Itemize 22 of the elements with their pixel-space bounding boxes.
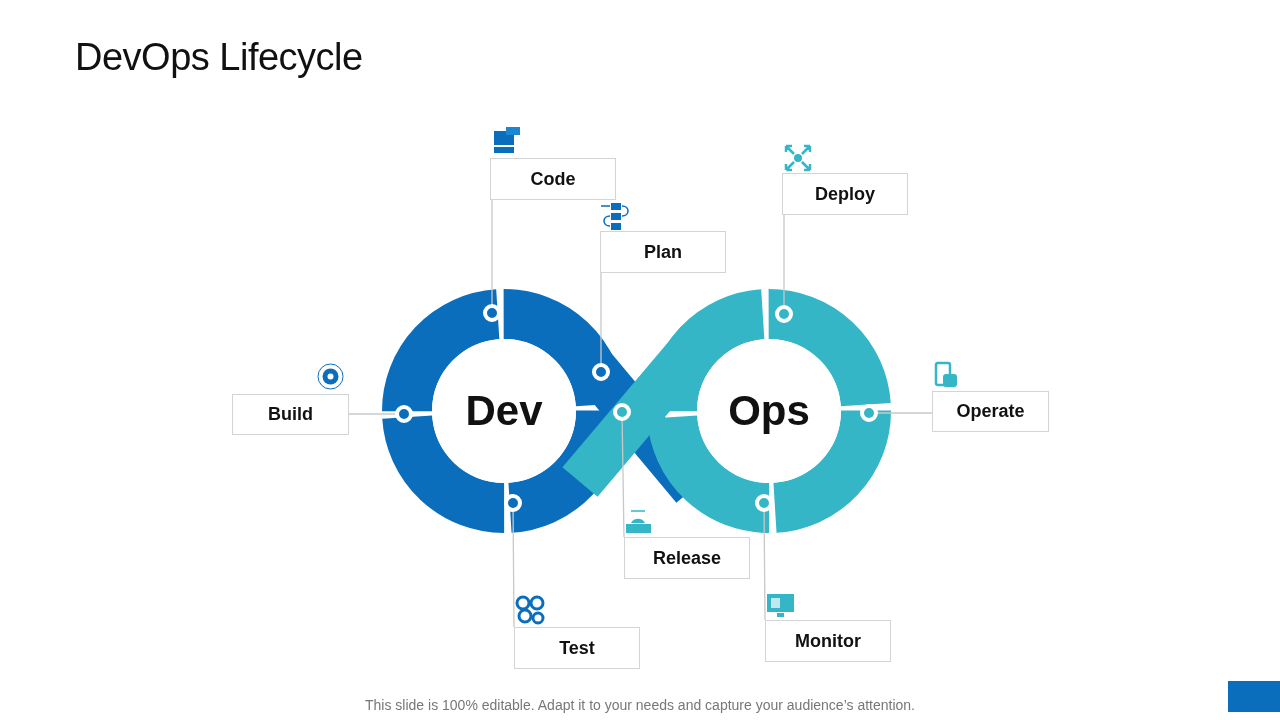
leader-line	[621, 420, 625, 538]
anchor-dot	[860, 404, 878, 422]
stage-label: Build	[232, 394, 349, 435]
leader-line	[763, 511, 766, 621]
stage-label: Deploy	[782, 173, 908, 215]
slide-title: DevOps Lifecycle	[75, 36, 363, 79]
anchor-dot	[483, 304, 501, 322]
anchor-dot	[504, 494, 522, 512]
stage-label: Plan	[600, 231, 726, 273]
stage-label: Operate	[932, 391, 1049, 432]
leader-line	[877, 412, 933, 414]
stage-label: Release	[624, 537, 750, 579]
leader-line	[348, 413, 396, 415]
footer-note: This slide is 100% editable. Adapt it to your needs and capture your audience’s attention.	[364, 697, 916, 713]
stage-label: Code	[490, 158, 616, 200]
leader-line	[491, 199, 493, 305]
leader-line	[600, 272, 602, 364]
leader-line	[512, 511, 515, 628]
stage-label: Monitor	[765, 620, 891, 662]
leader-line	[783, 214, 785, 306]
stage-label: Test	[514, 627, 640, 669]
anchor-dot	[755, 494, 773, 512]
